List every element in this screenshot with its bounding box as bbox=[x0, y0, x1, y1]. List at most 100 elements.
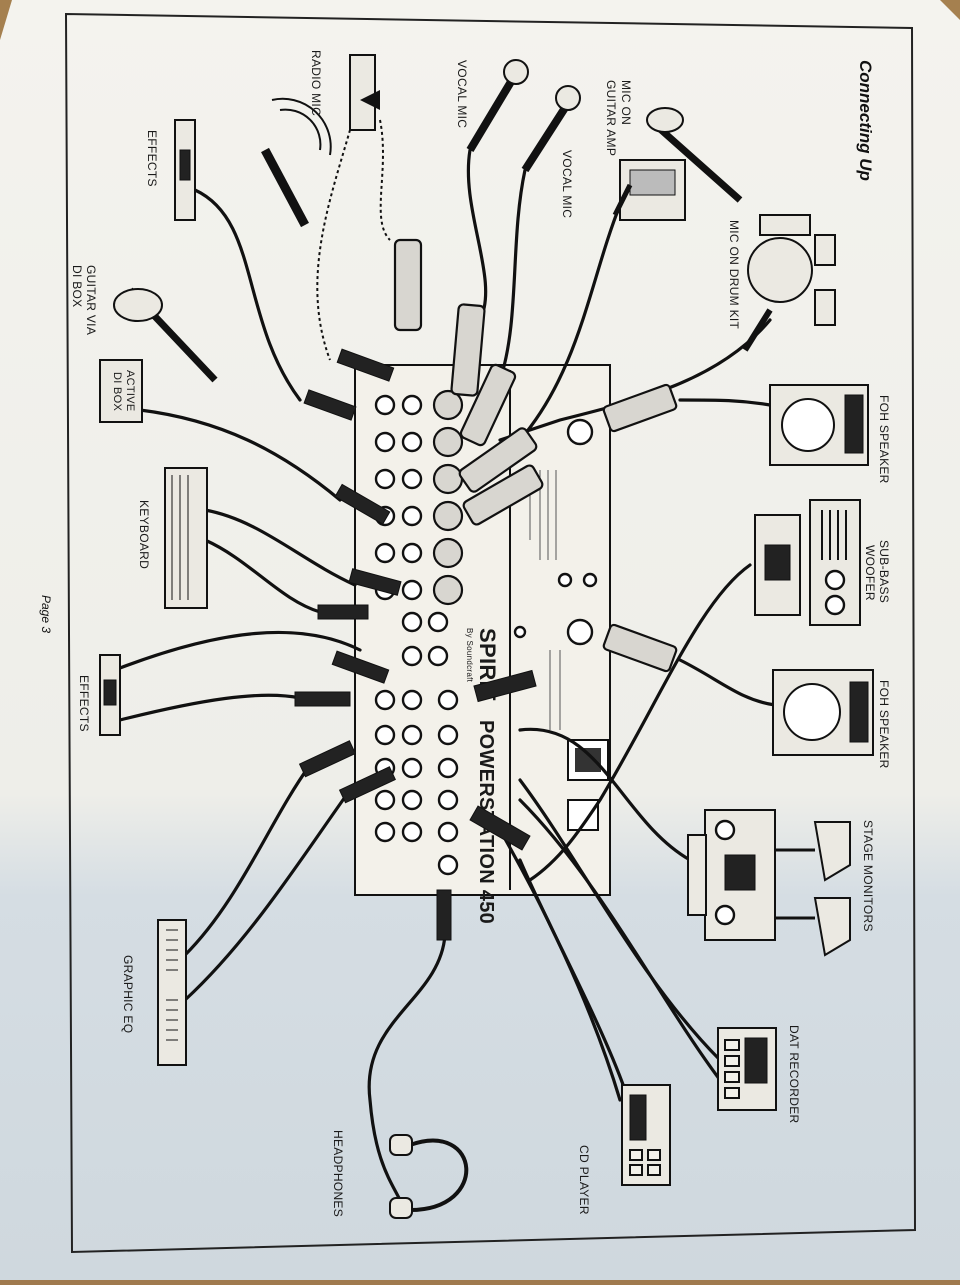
jack-socket[interactable] bbox=[374, 724, 396, 746]
guitar-on-amp bbox=[647, 117, 743, 203]
cable-foh-top bbox=[678, 398, 772, 407]
receiver-indicator bbox=[360, 90, 380, 110]
label-active-di-line1: ACTIVE bbox=[124, 370, 136, 412]
jack-plug bbox=[331, 650, 390, 684]
jack-socket[interactable] bbox=[437, 821, 459, 843]
sub-bass-group: SUB-BASS WOOFER bbox=[754, 499, 891, 626]
vocal-mic-xlr-plug bbox=[450, 303, 486, 397]
label-cd-player: CD PLAYER bbox=[577, 1145, 591, 1215]
label-radio-mic: RADIO MIC bbox=[309, 50, 323, 116]
rca-socket[interactable] bbox=[582, 572, 598, 588]
dat-button bbox=[724, 1071, 740, 1083]
plugs bbox=[294, 238, 678, 941]
cable-vocal-mic-1 bbox=[466, 148, 488, 322]
label-mic-guitar-amp-1: MIC ON bbox=[619, 80, 633, 125]
stage-monitors-group: STAGE MONITORS bbox=[687, 809, 875, 957]
radio-mic-group: RADIO MIC bbox=[261, 50, 380, 228]
jack-socket[interactable] bbox=[437, 854, 459, 876]
jack-plug bbox=[469, 805, 531, 851]
jack-socket[interactable] bbox=[374, 689, 396, 711]
label-mic-drum-kit: MIC ON DRUM KIT bbox=[727, 220, 741, 330]
xlr-input[interactable] bbox=[432, 574, 464, 606]
jack-socket[interactable] bbox=[401, 724, 423, 746]
vocal-mics: VOCAL MIC VOCAL MIC bbox=[455, 59, 581, 218]
jack-socket[interactable] bbox=[374, 394, 396, 416]
cd-button bbox=[629, 1149, 643, 1161]
guitar-di-group: ACTIVE DI BOX GUITAR VIA DI BOX bbox=[70, 265, 218, 423]
active-di-box bbox=[99, 359, 143, 423]
jack-socket[interactable] bbox=[401, 394, 423, 416]
jack-socket[interactable] bbox=[374, 468, 396, 490]
cable-headphones bbox=[367, 933, 447, 1202]
di-guitar-body bbox=[113, 288, 163, 322]
cable-dat-2 bbox=[518, 798, 722, 1082]
label-foh-speaker-bottom: FOH SPEAKER bbox=[877, 680, 891, 769]
headphone-plug bbox=[436, 889, 452, 941]
effects-display bbox=[179, 149, 191, 181]
jack-socket[interactable] bbox=[437, 689, 459, 711]
amp-knob bbox=[714, 904, 736, 926]
foh-speaker-top-group: FOH SPEAKER bbox=[769, 384, 891, 484]
dat-button bbox=[724, 1087, 740, 1099]
foh-speaker-bottom-group: FOH SPEAKER bbox=[772, 669, 891, 769]
jack-socket[interactable] bbox=[427, 645, 449, 667]
woofer-port bbox=[824, 569, 846, 591]
jack-socket[interactable] bbox=[374, 821, 396, 843]
xlr-input[interactable] bbox=[432, 389, 464, 421]
mixer: SPIRIT By Soundcraft POWERSTATION 450 bbox=[354, 364, 611, 924]
woofer-port bbox=[824, 594, 846, 616]
mains-inlet-pins bbox=[575, 748, 601, 772]
jack-plug bbox=[473, 669, 537, 703]
xlr-input[interactable] bbox=[432, 463, 464, 495]
jack-socket[interactable] bbox=[401, 505, 423, 527]
cd-button bbox=[647, 1149, 661, 1161]
drum-mic-xlr-plug bbox=[458, 427, 538, 493]
jack-socket[interactable] bbox=[401, 789, 423, 811]
jack-socket[interactable] bbox=[401, 821, 423, 843]
headphones-cup bbox=[389, 1197, 413, 1219]
jack-socket[interactable] bbox=[401, 542, 423, 564]
label-guitar-di-2: DI BOX bbox=[70, 265, 84, 307]
label-headphones: HEADPHONES bbox=[331, 1130, 345, 1217]
guitar-amp-group: MIC ON GUITAR AMP bbox=[604, 80, 743, 221]
xlr-input[interactable] bbox=[432, 426, 464, 458]
jack-socket[interactable] bbox=[374, 431, 396, 453]
label-graphic-eq: GRAPHIC EQ bbox=[121, 955, 135, 1033]
dat-button bbox=[724, 1055, 740, 1067]
jack-socket[interactable] bbox=[401, 611, 423, 633]
mains-inlet[interactable] bbox=[567, 739, 609, 781]
jack-socket[interactable] bbox=[437, 757, 459, 779]
speaker-plug bbox=[602, 383, 678, 433]
xlr-input[interactable] bbox=[432, 537, 464, 569]
jack-socket[interactable] bbox=[401, 468, 423, 490]
vocal-mic-2-head bbox=[555, 85, 581, 111]
crossover-panel bbox=[764, 544, 791, 581]
jack-socket[interactable] bbox=[374, 789, 396, 811]
jack-socket[interactable] bbox=[401, 431, 423, 453]
speaker-output-socket[interactable] bbox=[566, 418, 594, 446]
jack-socket[interactable] bbox=[401, 689, 423, 711]
cd-button bbox=[629, 1164, 643, 1176]
jack-socket[interactable] bbox=[437, 789, 459, 811]
speaker-output-socket[interactable] bbox=[566, 618, 594, 646]
speaker-horn bbox=[849, 681, 869, 743]
drum-kit: MIC ON DRUM KIT bbox=[727, 214, 836, 352]
rca-socket[interactable] bbox=[557, 572, 573, 588]
jack-plug bbox=[317, 604, 369, 620]
vocal-mic-xlr-plug bbox=[459, 363, 517, 447]
amp-handle bbox=[687, 834, 707, 916]
jack-socket[interactable] bbox=[437, 724, 459, 746]
xlr-input[interactable] bbox=[432, 500, 464, 532]
tom bbox=[814, 234, 836, 266]
jack-socket[interactable] bbox=[401, 579, 423, 601]
jack-socket[interactable] bbox=[374, 542, 396, 564]
jack-socket[interactable] bbox=[427, 611, 449, 633]
label-foh-speaker-top: FOH SPEAKER bbox=[877, 395, 891, 484]
amp-knob bbox=[714, 819, 736, 841]
screw bbox=[513, 625, 527, 639]
jack-socket[interactable] bbox=[401, 645, 423, 667]
jack-plug bbox=[348, 568, 402, 596]
mixer-maker: By Soundcraft bbox=[465, 628, 474, 683]
jack-socket[interactable] bbox=[401, 757, 423, 779]
